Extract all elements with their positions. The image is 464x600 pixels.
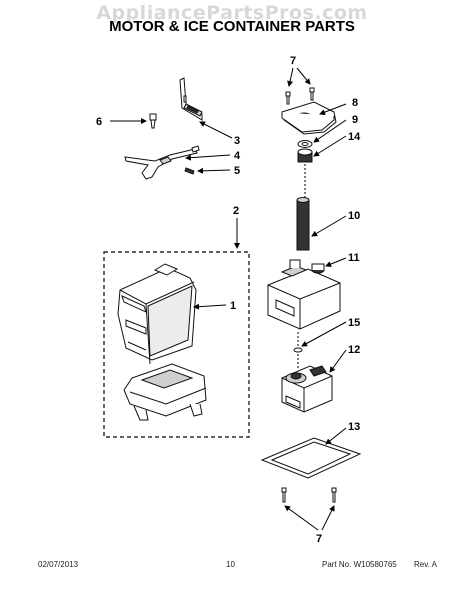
part-6-screw (149, 113, 157, 129)
part-12-motor (281, 365, 333, 413)
callout-12: 12 (348, 344, 360, 356)
part-1-ice-bucket (117, 263, 197, 365)
callout-11: 11 (348, 252, 360, 264)
watermark: AppliancePartsPros.com (96, 2, 368, 24)
part-5-spring (184, 167, 195, 175)
part-15-washer (293, 347, 303, 353)
callout-6: 6 (96, 116, 102, 128)
part-4-arm (124, 145, 200, 180)
part-8-plate (281, 101, 337, 135)
footer-page-number: 10 (226, 560, 235, 569)
callout-14: 14 (348, 131, 361, 143)
page-title: MOTOR & ICE CONTAINER PARTS (109, 18, 355, 35)
group-2-box (103, 251, 250, 438)
part-10-shaft (296, 197, 310, 251)
part-7-bottom-screws (281, 487, 337, 503)
callout-7-top: 7 (290, 55, 296, 67)
callout-15: 15 (348, 317, 360, 329)
part-11-housing (267, 259, 341, 330)
callout-4: 4 (234, 150, 241, 162)
footer-part-number: Part No. W10580765 (322, 560, 397, 569)
callout-2: 2 (233, 205, 239, 217)
callout-7-bottom: 7 (316, 533, 322, 545)
callout-5: 5 (234, 165, 240, 177)
part-7-top-screws (285, 87, 315, 105)
callout-10: 10 (348, 210, 360, 222)
callout-3: 3 (234, 135, 240, 147)
footer-date: 02/07/2013 (38, 560, 79, 569)
part-13-gasket (260, 437, 362, 479)
callout-8: 8 (352, 97, 358, 109)
leader-lines (110, 67, 347, 531)
part-9-washer (297, 140, 313, 148)
callout-13: 13 (348, 421, 360, 433)
part-1-bucket-base (123, 363, 207, 421)
part-3-bracket (179, 77, 203, 121)
callout-1: 1 (230, 300, 236, 312)
footer-revision: Rev. A (414, 560, 437, 569)
part-14-bushing (297, 148, 313, 163)
callout-9: 9 (352, 114, 358, 126)
